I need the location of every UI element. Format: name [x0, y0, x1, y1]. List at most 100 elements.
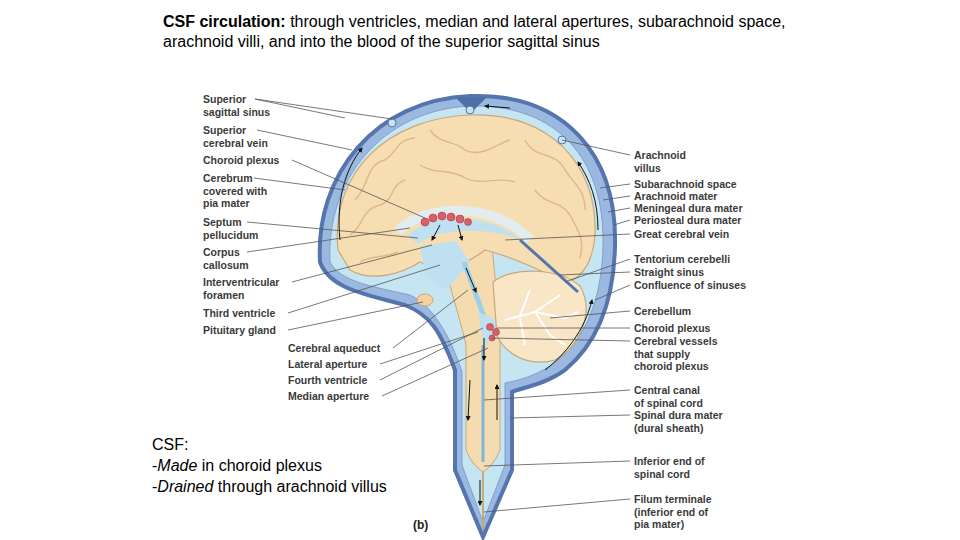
- part-label: Central canal of spinal cord: [634, 384, 712, 409]
- plexus-blob: [421, 218, 429, 226]
- leader-line: [292, 160, 425, 218]
- part-label: Median aperture: [288, 390, 398, 403]
- sagittal-sinus: [455, 97, 487, 113]
- leader-line: [600, 184, 630, 188]
- flow-arrow: [339, 148, 362, 240]
- flow-arrow: [466, 268, 476, 292]
- leader-line: [382, 348, 488, 396]
- part-label: Arachnoid villus: [634, 149, 694, 174]
- part-label: Periosteal dura mater: [634, 214, 784, 227]
- lateral-ventricle: [408, 219, 522, 245]
- leader-line: [247, 222, 418, 238]
- flow-arrow: [485, 106, 510, 108]
- part-label: Inferior end of spinal cord: [634, 455, 719, 480]
- part-label: Straight sinus: [634, 266, 784, 279]
- leader-line: [595, 285, 630, 300]
- flow-arrow: [545, 300, 592, 370]
- leader-line: [484, 390, 630, 400]
- cerebral-aqueduct: [464, 262, 486, 322]
- leader-line: [492, 338, 630, 341]
- part-label: Choroid plexus: [203, 154, 313, 167]
- central-canal: [482, 345, 485, 462]
- part-label: Confluence of sinuses: [634, 279, 784, 292]
- plexus-blob: [438, 212, 446, 220]
- choroid-plexus: [421, 212, 500, 341]
- plexus-blob: [487, 324, 494, 331]
- third-ventricle: [420, 241, 470, 290]
- leader-line: [247, 228, 410, 252]
- leader-line: [565, 259, 630, 282]
- gyrus-line: [420, 165, 515, 182]
- leader-line: [608, 208, 630, 212]
- part-label: Fourth ventricle: [288, 374, 398, 387]
- villus: [388, 119, 396, 127]
- part-label: Arachnoid mater: [634, 190, 784, 203]
- cerebellum-folia: [505, 290, 578, 345]
- part-label: Cerebral aqueduct: [288, 342, 398, 355]
- part-label: Spinal dura mater (dural sheath): [634, 409, 729, 434]
- leader-line: [288, 265, 440, 313]
- folia-line: [520, 290, 530, 316]
- leader-lines: [247, 99, 630, 512]
- arachnoid-villi: [388, 106, 566, 144]
- part-label: Superior cerebral vein: [203, 124, 281, 149]
- figure-letter: (b): [413, 518, 453, 532]
- plexus-blob: [456, 215, 464, 223]
- note-line: CSF:: [152, 434, 472, 455]
- part-label: Superior sagittal sinus: [203, 93, 281, 118]
- plexus-blob: [465, 219, 472, 226]
- flow-arrow: [484, 338, 485, 360]
- leader-line: [484, 499, 630, 512]
- note-line: -Drained through arachnoid villus: [152, 476, 472, 497]
- pituitary-gland: [417, 294, 433, 306]
- filum-terminale: [482, 472, 484, 530]
- subarachnoid-space: [330, 106, 603, 522]
- leader-line: [497, 328, 630, 329]
- leader-line: [380, 328, 483, 380]
- leader-line: [603, 196, 630, 200]
- leader-line: [484, 461, 630, 466]
- gyrus-line: [525, 140, 585, 210]
- leader-line: [255, 99, 392, 119]
- slide-title: CSF circulation: through ventricles, med…: [163, 12, 813, 52]
- leader-line: [505, 234, 630, 240]
- leader-line: [550, 311, 630, 318]
- part-label: Third ventricle: [203, 307, 313, 320]
- part-label: Pituitary gland: [203, 324, 313, 337]
- part-label: Meningeal dura mater: [634, 202, 784, 215]
- part-label: Tentorium cerebelli: [634, 253, 784, 266]
- leader-line: [288, 302, 423, 330]
- plexus-blob: [493, 329, 500, 336]
- part-label: Great cerebral vein: [634, 228, 784, 241]
- part-label: Cerebellum: [634, 305, 784, 318]
- gyri: [350, 130, 585, 262]
- part-label: Filum terminale (inferior end of pia mat…: [634, 493, 714, 531]
- leader-line: [614, 220, 630, 225]
- part-label: Septum pellucidum: [203, 216, 273, 241]
- gyrus-line: [360, 252, 398, 262]
- note-line: -Made in choroid plexus: [152, 455, 472, 476]
- plexus-blob: [447, 213, 455, 221]
- gyrus-line: [355, 138, 415, 200]
- plexus-blob: [429, 214, 437, 222]
- villus: [466, 106, 474, 114]
- gyrus-line: [430, 130, 510, 153]
- flow-arrow: [458, 225, 462, 240]
- part-label: Cerebrum covered with pia mater: [203, 172, 275, 210]
- part-label: Cerebral vessels that supply choroid ple…: [634, 335, 729, 373]
- flow-arrow: [578, 162, 598, 230]
- leader-line: [257, 130, 352, 150]
- part-label: Interventricular foramen: [203, 276, 298, 301]
- csf-flow-arrows: [339, 106, 598, 505]
- part-label: Corpus callosum: [203, 246, 263, 271]
- cerebrum: [337, 115, 595, 281]
- flow-arrow: [497, 385, 498, 420]
- leader-line: [510, 415, 630, 418]
- leader-line: [560, 272, 630, 275]
- leader-line: [292, 245, 432, 282]
- leader-line: [562, 140, 630, 155]
- gyrus-line: [535, 190, 582, 258]
